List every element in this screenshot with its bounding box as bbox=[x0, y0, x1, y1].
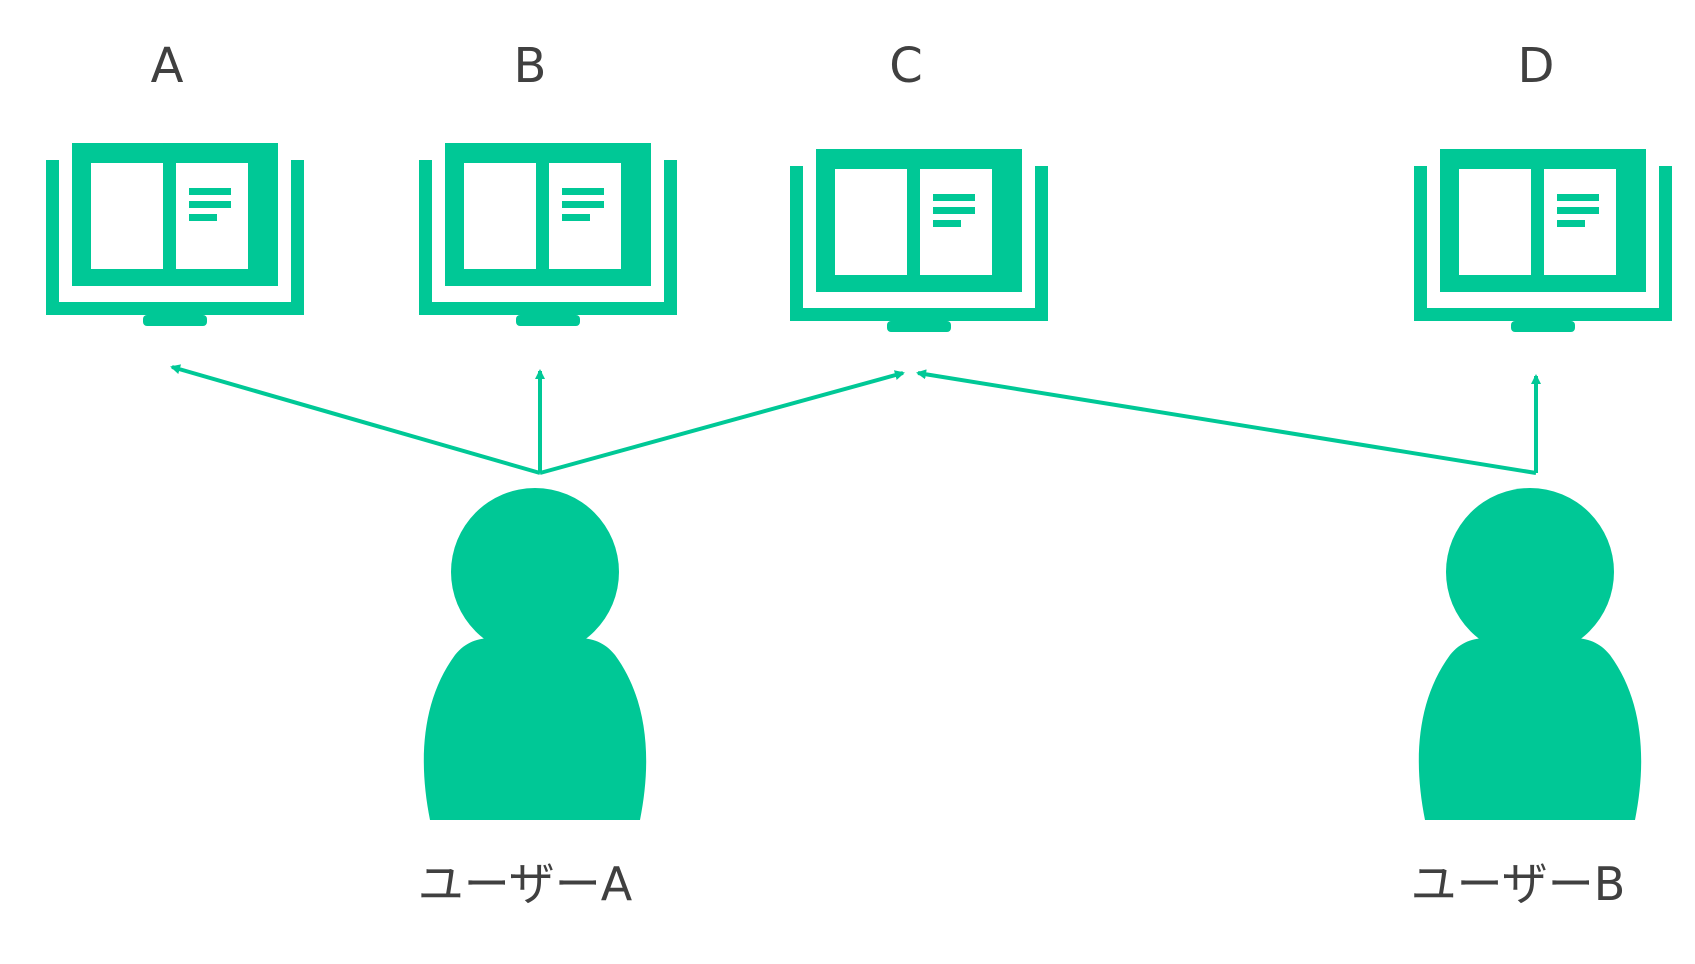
user-label-a: ユーザーA bbox=[418, 857, 633, 911]
arrow-user-b-to-book-c bbox=[916, 369, 1537, 475]
book-label-b: B bbox=[514, 38, 547, 94]
arrow-user-a-to-book-c bbox=[539, 370, 905, 475]
connectors bbox=[170, 364, 1541, 475]
user-b-icon[interactable] bbox=[1418, 488, 1642, 820]
book-a-icon[interactable] bbox=[46, 143, 304, 326]
user-a-icon[interactable] bbox=[423, 488, 647, 820]
book-c-icon[interactable] bbox=[790, 149, 1048, 332]
book-b-icon[interactable] bbox=[419, 143, 677, 326]
book-label-c: C bbox=[889, 38, 923, 94]
book-d-icon[interactable] bbox=[1414, 149, 1672, 332]
arrow-user-a-to-book-a bbox=[170, 364, 541, 475]
book-label-a: A bbox=[151, 38, 184, 94]
book-label-d: D bbox=[1518, 38, 1555, 94]
user-label-b: ユーザーB bbox=[1411, 857, 1626, 911]
